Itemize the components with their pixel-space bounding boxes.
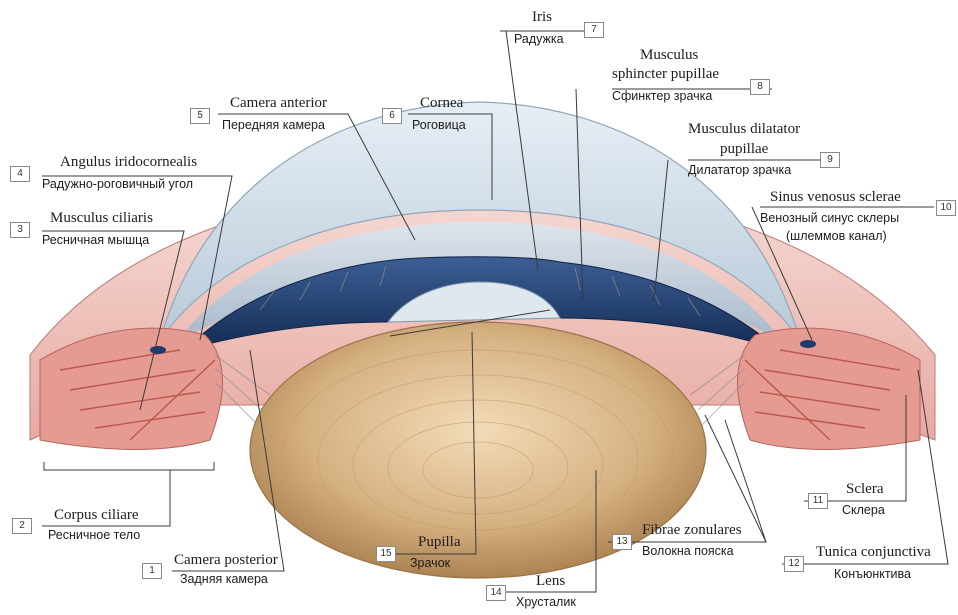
label-number-14: 14 [486,585,506,601]
label-number-8: 8 [750,79,770,95]
label-russian-corpus-ciliare: Ресничное тело [48,529,140,542]
label-russian-pupilla: Зрачок [410,557,450,570]
label-number-6: 6 [382,108,402,124]
label-latin-sclera: Sclera [846,482,883,497]
label-russian-tunica-conjunctiva: Конъюнктива [834,568,911,581]
label-russian-sinus-venosus: Венозный синус склеры [760,212,899,225]
label-russian-camera-posterior: Задняя камера [180,573,268,586]
label-latin-lens: Lens [536,574,565,589]
lens-body [250,322,706,578]
label-latin-sphincter-line1: Musculus [640,48,698,63]
label-number-11: 11 [808,493,828,509]
ciliary-body-right [738,328,921,449]
label-latin-iris: Iris [532,10,552,25]
label-number-2: 2 [12,518,32,534]
label-number-4: 4 [10,166,30,182]
label-russian-musculus-ciliaris: Ресничная мышца [42,234,149,247]
venous-sinus-right [800,340,816,348]
label-russian-camera-anterior: Передняя камера [222,119,325,132]
label-latin-dilatator-line2: pupillae [720,142,768,157]
label-latin-sphincter-line2: sphincter pupillae [612,67,719,82]
corpus-ciliare-bracket [44,462,214,470]
label-latin-camera-posterior: Camera posterior [174,553,278,568]
label-latin-camera-anterior: Camera anterior [230,96,327,111]
label-latin-fibrae-zonulares: Fibrae zonulares [642,523,742,538]
label-latin-sinus-venosus: Sinus venosus sclerae [770,190,901,205]
label-russian-angulus-iridocornealis: Радужно-роговичный угол [42,178,193,191]
label-latin-cornea: Cornea [420,96,463,111]
label-latin-dilatator-line1: Musculus dilatator [688,122,800,137]
venous-sinus-left [150,346,166,354]
label-russian-iris: Радужка [514,33,564,46]
label-number-13: 13 [612,534,632,550]
label-number-10: 10 [936,200,956,216]
label-latin-tunica-conjunctiva: Tunica conjunctiva [816,545,931,560]
label-number-7: 7 [584,22,604,38]
label-number-15: 15 [376,546,396,562]
label-latin-musculus-ciliaris: Musculus ciliaris [50,211,153,226]
label-russian-dilatator: Дилататор зрачка [688,164,791,177]
label-russian-cornea: Роговица [412,119,466,132]
label-russian-lens: Хрусталик [516,596,576,609]
label-latin-pupilla: Pupilla [418,535,461,550]
label-russian-sinus-venosus-extra: (шлеммов канал) [786,230,887,243]
label-latin-angulus-iridocornealis: Angulus iridocornealis [60,155,197,170]
label-number-1: 1 [142,563,162,579]
label-russian-sclera: Склера [842,504,885,517]
label-number-9: 9 [820,152,840,168]
label-latin-corpus-ciliare: Corpus ciliare [54,508,139,523]
label-russian-fibrae-zonulares: Волокна пояска [642,545,734,558]
label-number-3: 3 [10,222,30,238]
label-number-12: 12 [784,556,804,572]
ciliary-body-left [40,328,223,449]
label-number-5: 5 [190,108,210,124]
label-russian-sphincter: Сфинктер зрачка [612,90,712,103]
